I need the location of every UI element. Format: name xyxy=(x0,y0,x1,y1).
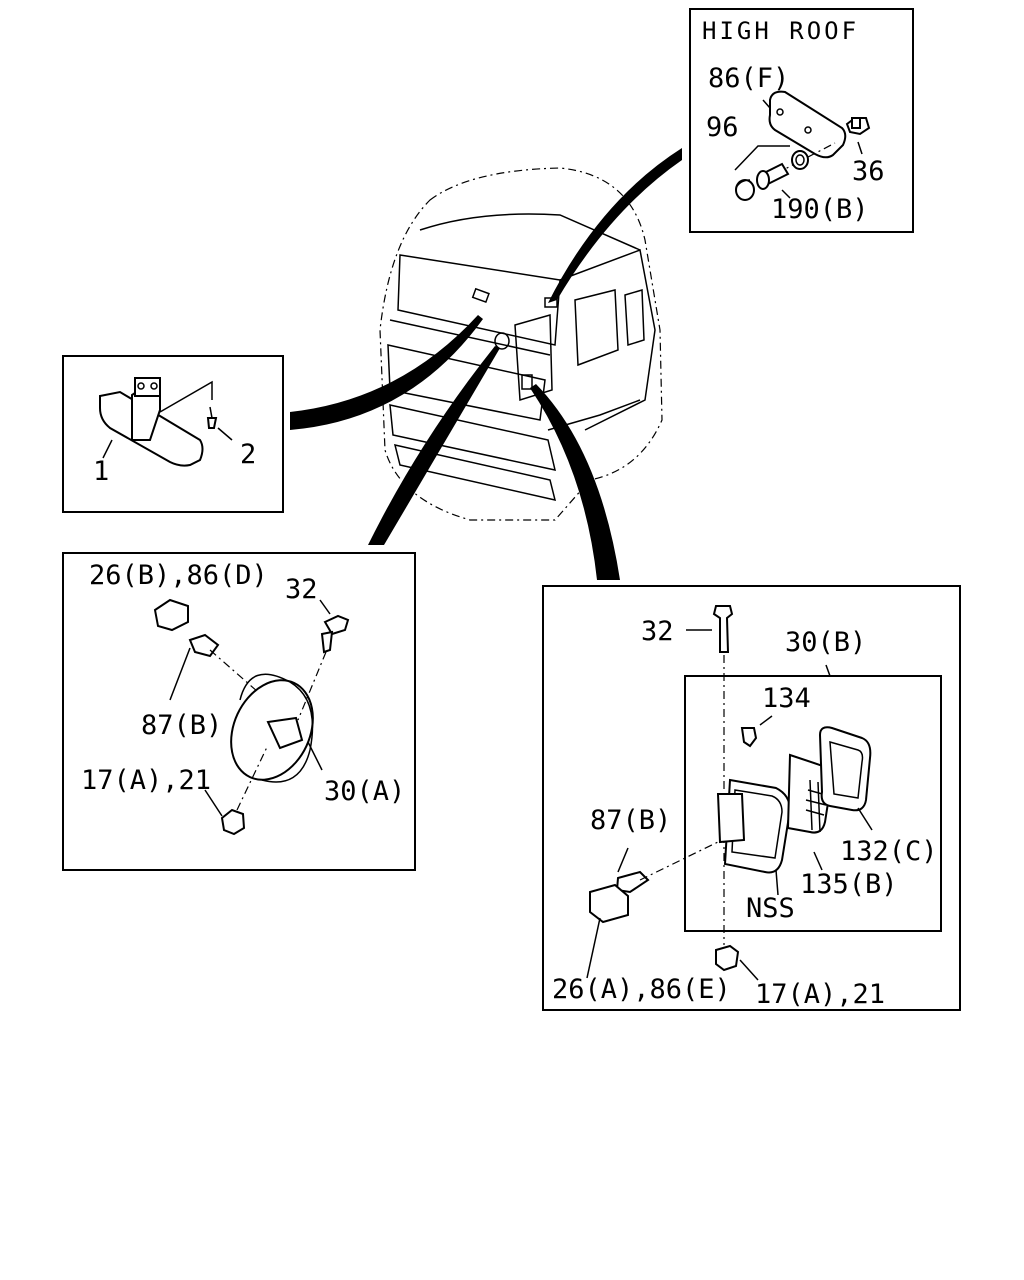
label-87b-right: 87(B) xyxy=(590,805,671,836)
label-36: 36 xyxy=(852,156,885,187)
label-17a-21-left: 17(A),21 xyxy=(81,765,211,796)
right-lamp-panel xyxy=(542,585,961,1011)
label-134: 134 xyxy=(762,683,811,714)
label-2: 2 xyxy=(240,439,256,470)
high-roof-panel xyxy=(689,8,914,233)
label-1: 1 xyxy=(93,456,109,487)
mirror-panel xyxy=(62,355,284,513)
label-87b-left: 87(B) xyxy=(141,710,222,741)
label-30a: 30(A) xyxy=(324,776,405,807)
label-nss: NSS xyxy=(746,893,795,924)
label-26b-86d: 26(B),86(D) xyxy=(89,560,268,591)
label-135b: 135(B) xyxy=(800,869,898,900)
label-190b: 190(B) xyxy=(771,194,869,225)
leader-mirror xyxy=(290,315,483,430)
label-30b: 30(B) xyxy=(785,627,866,658)
label-32-right: 32 xyxy=(641,616,674,647)
leader-left-lamp xyxy=(368,346,500,545)
label-86f: 86(F) xyxy=(708,63,789,94)
label-17a-21-right: 17(A),21 xyxy=(755,979,885,1010)
left-lamp-panel xyxy=(62,552,416,871)
label-32-left: 32 xyxy=(285,574,318,605)
label-high-roof: HIGH ROOF xyxy=(702,17,859,45)
label-132c: 132(C) xyxy=(840,836,938,867)
leader-right-lamp xyxy=(530,384,620,580)
leader-high-roof xyxy=(548,148,682,303)
label-26a-86e: 26(A),86(E) xyxy=(552,974,731,1005)
label-96: 96 xyxy=(706,112,739,143)
